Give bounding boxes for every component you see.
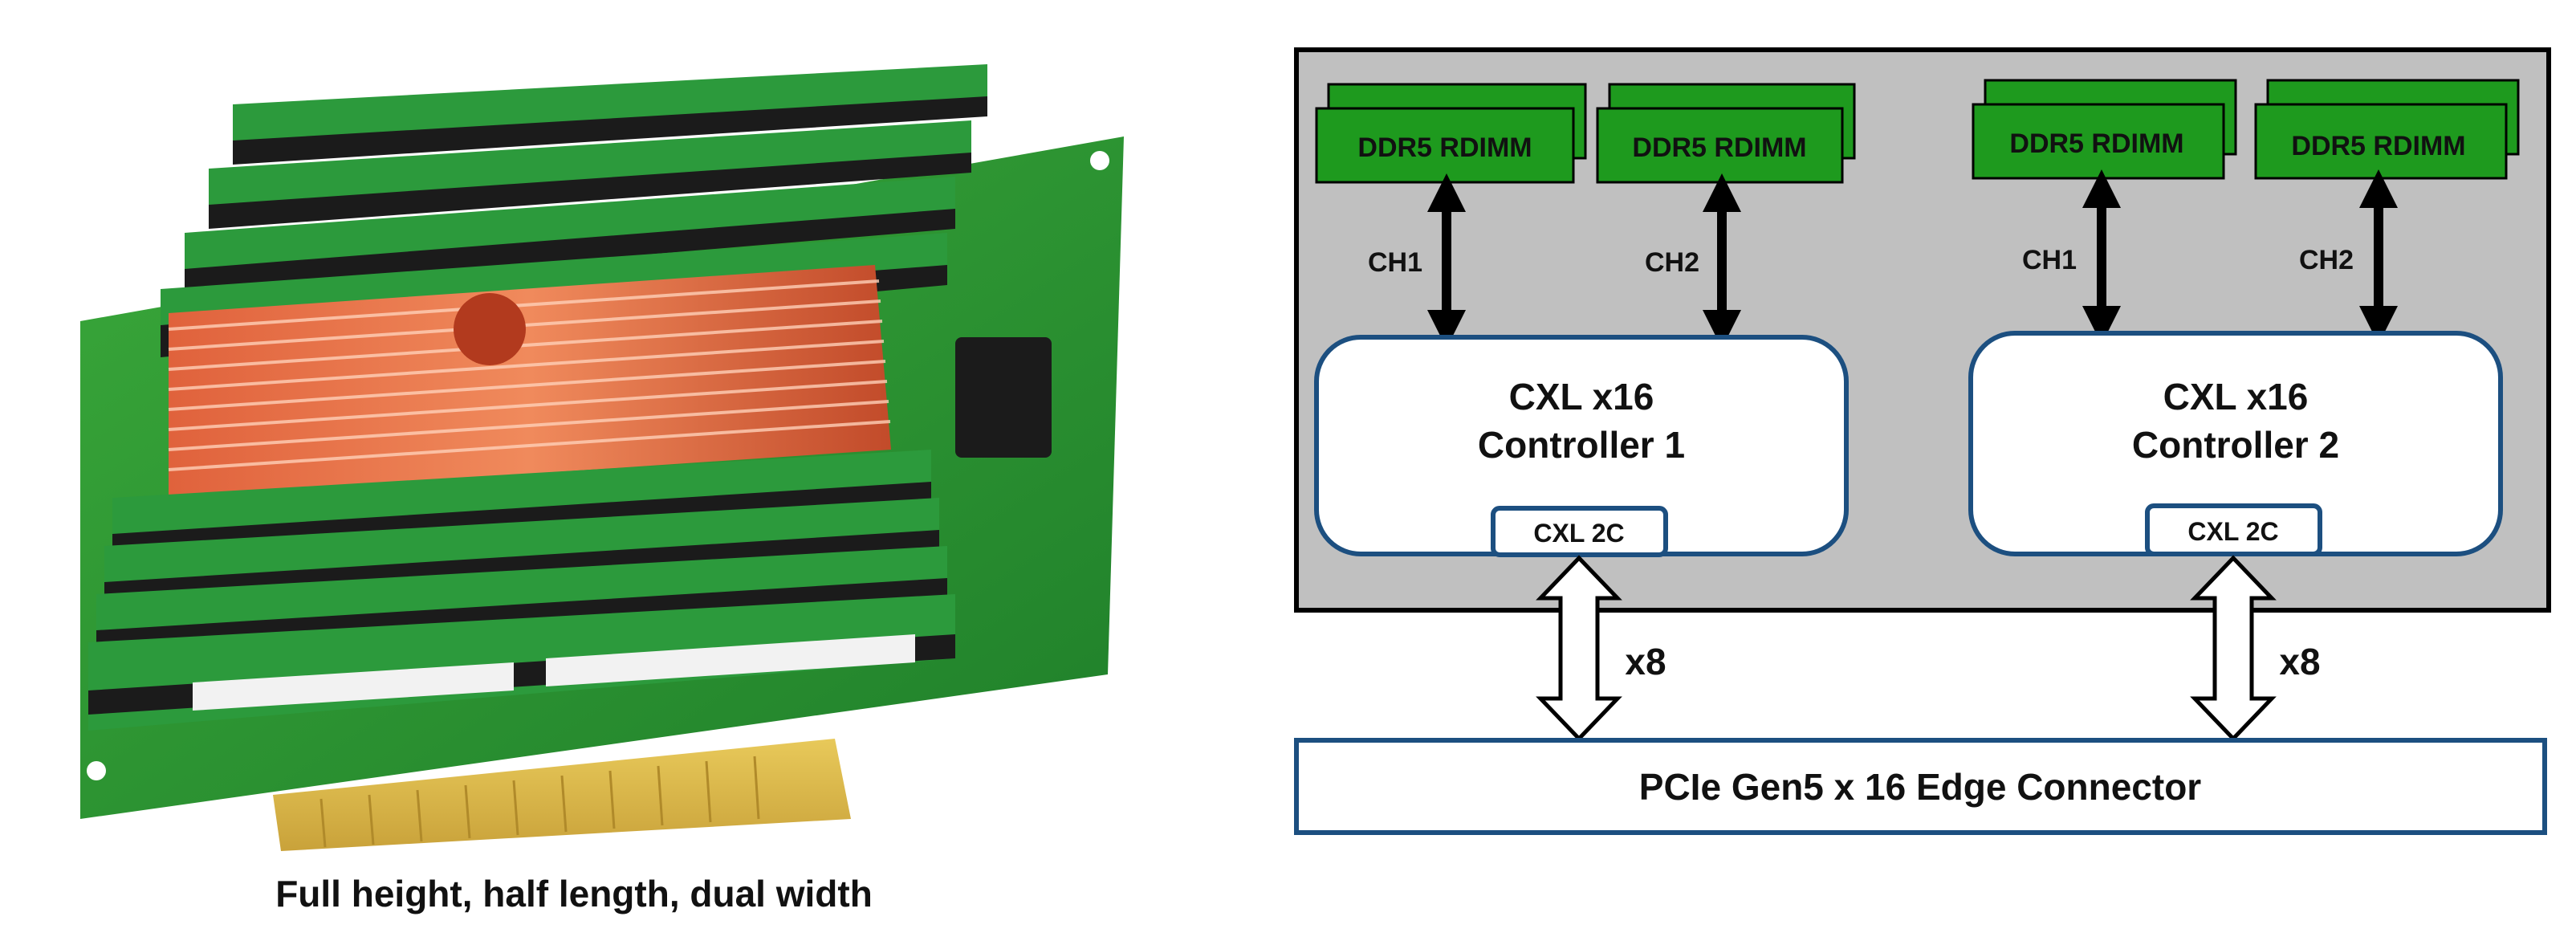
dimm-module-c2-ch1: DDR5 RDIMM	[1972, 79, 2237, 180]
dimm-label: DDR5 RDIMM	[1632, 132, 1806, 163]
copper-heatsink	[168, 265, 891, 498]
link-width-label: x8	[2279, 641, 2320, 682]
link-width-label: x8	[1625, 641, 1666, 682]
dimm-label: DDR5 RDIMM	[2009, 128, 2183, 159]
controller-title-line1: CXL x16	[2163, 376, 2309, 418]
cxl-port-box	[2145, 503, 2322, 556]
cxl-port-label: CXL 2C	[1533, 519, 1624, 548]
controller-title-line2: Controller 2	[2132, 424, 2339, 466]
link-arrow-x8	[2190, 555, 2277, 742]
channel-label-ch2: CH2	[1645, 247, 1699, 278]
dimm-module-c2-ch2: DDR5 RDIMM	[2254, 79, 2520, 180]
lower-dimm-modules	[88, 450, 955, 731]
channel-label-ch2: CH2	[2299, 245, 2354, 275]
photo-caption: Full height, half length, dual width	[275, 873, 873, 914]
mount-hole	[87, 761, 106, 780]
controller-title-line1: CXL x16	[1509, 376, 1654, 418]
cxl-card-photo	[80, 64, 1124, 851]
channel-label-ch1: CH1	[1368, 247, 1422, 278]
controller-group-2: DDR5 RDIMM DDR5 RDIMM CH1 CH2 CXL x16 Co…	[1968, 79, 2520, 742]
mount-hole	[1090, 151, 1109, 170]
controller-group-1: DDR5 RDIMM DDR5 RDIMM CH1 CH2 CXL x16 Co…	[1314, 83, 1856, 742]
dimm-label: DDR5 RDIMM	[2291, 131, 2465, 161]
product-photo-panel: Full height, half length, dual width	[0, 0, 1172, 945]
dimm-label: DDR5 RDIMM	[1357, 132, 1532, 163]
link-arrow-x8	[1536, 555, 1622, 742]
pcie-edge-connector	[1294, 738, 2547, 835]
cxl-port-box	[1491, 506, 1668, 557]
controller-title-line2: Controller 1	[1478, 424, 1685, 466]
dimm-module-c1-ch2: DDR5 RDIMM	[1596, 83, 1856, 184]
power-connector	[955, 337, 1052, 458]
edge-connector-label: PCIe Gen5 x 16 Edge Connector	[1639, 766, 2202, 808]
cxl-port-label: CXL 2C	[2187, 517, 2278, 546]
channel-label-ch1: CH1	[2022, 245, 2077, 275]
dimm-module-c1-ch1: DDR5 RDIMM	[1315, 83, 1587, 184]
